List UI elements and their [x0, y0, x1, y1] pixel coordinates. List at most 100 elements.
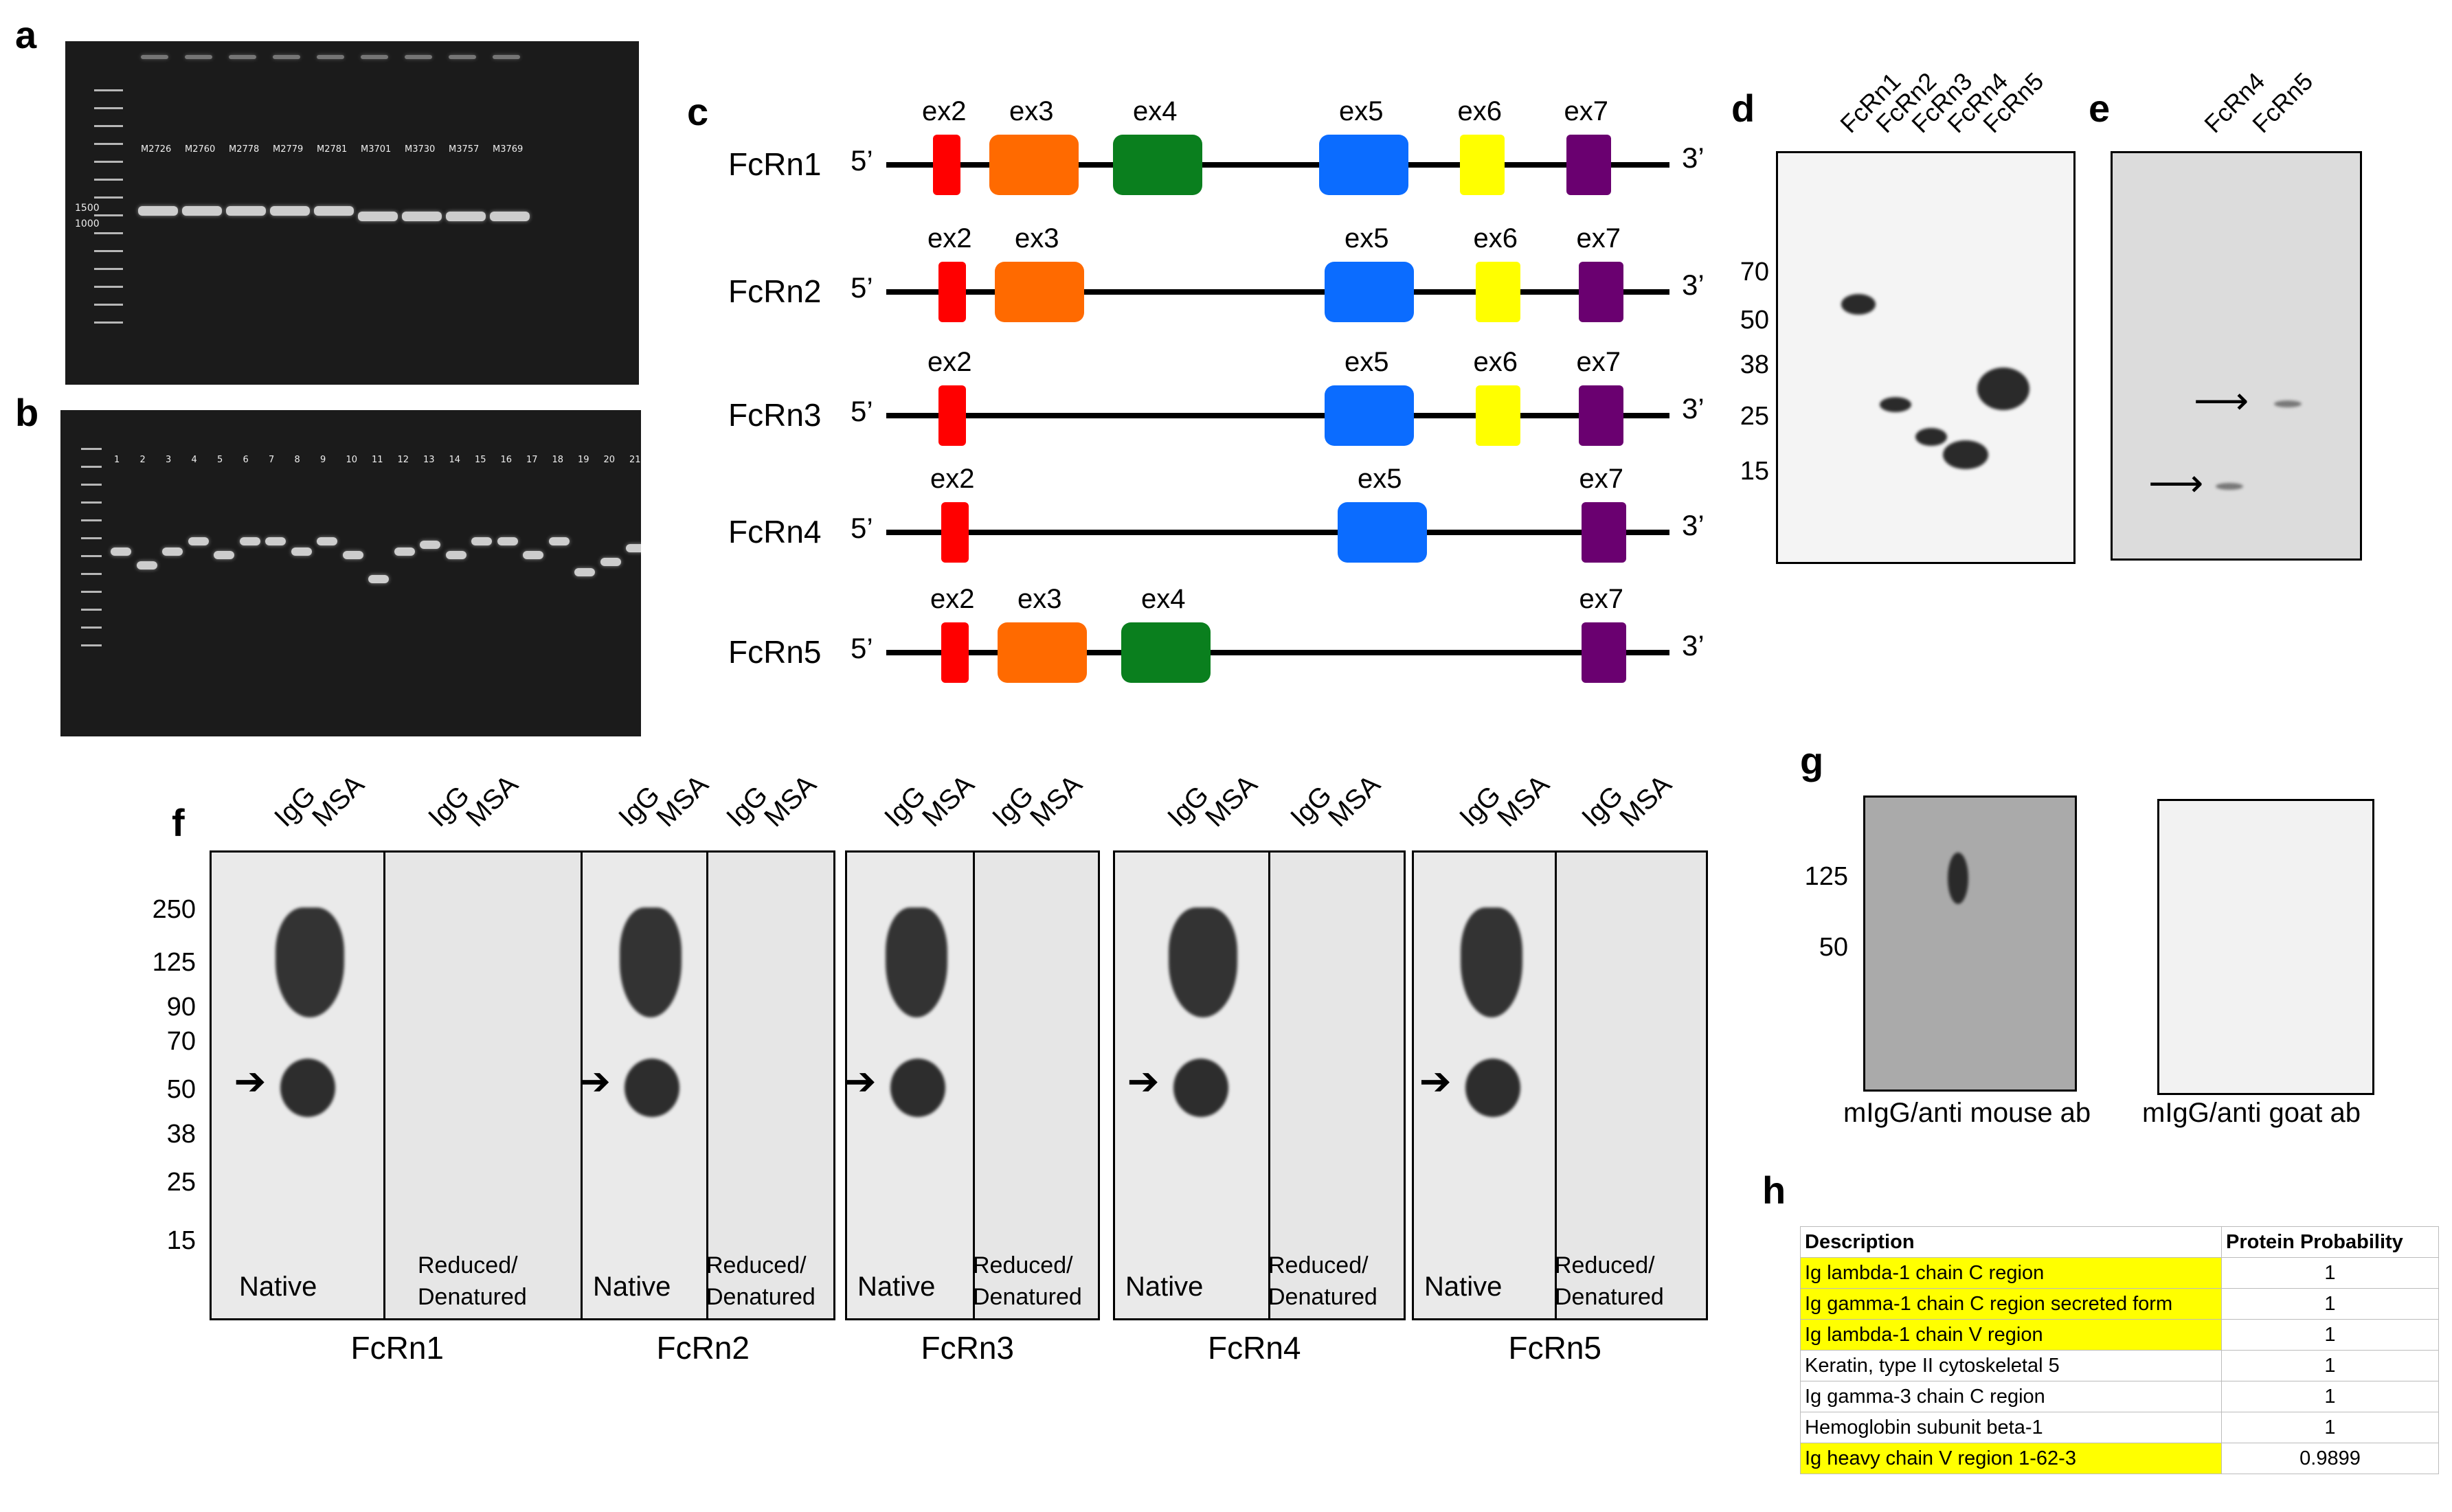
gene-line	[886, 650, 1669, 655]
lane-label: M2760	[185, 144, 216, 155]
table-cell-description: Keratin, type II cytoskeletal 5	[1800, 1350, 2222, 1381]
gel-band	[138, 206, 178, 216]
ladder-band	[94, 321, 123, 324]
gel-band	[270, 206, 310, 216]
gel-band	[317, 537, 337, 545]
lane-label: 15	[475, 455, 486, 465]
exon-block	[1338, 502, 1427, 563]
caption-anti-goat: mIgG/anti goat ab	[2142, 1098, 2361, 1128]
blot-band	[275, 907, 344, 1017]
exon-block	[1113, 135, 1202, 195]
ladder-band	[94, 125, 123, 127]
lane-label: 10	[346, 455, 358, 465]
lane-label: 3	[166, 455, 172, 465]
exon-block	[1582, 502, 1626, 563]
ladder-band	[94, 304, 123, 306]
native-label: Native	[1424, 1272, 1503, 1302]
lane-label: 14	[449, 455, 461, 465]
ladder-band	[94, 250, 123, 252]
lane-label: M3769	[493, 144, 524, 155]
arrow-icon: ➔	[845, 1059, 877, 1103]
five-prime-label: 5’	[851, 512, 873, 544]
gel-band	[342, 551, 363, 559]
lane-label: M2781	[317, 144, 348, 155]
ladder-band	[94, 161, 123, 163]
lane-label-msa: MSA	[651, 769, 715, 833]
blot-band	[1460, 907, 1522, 1017]
table-cell-description: Ig gamma-1 chain C region secreted form	[1800, 1288, 2222, 1320]
exon-block	[1566, 135, 1611, 195]
panel-label-a: a	[15, 13, 37, 56]
gel-band	[394, 548, 415, 556]
table-cell-probability: 1	[2221, 1257, 2439, 1289]
blot-band	[1915, 428, 1947, 446]
ladder-band	[94, 179, 123, 181]
gel-band	[600, 558, 621, 566]
exon-block	[989, 135, 1079, 195]
mw-marker: 50	[166, 1075, 196, 1104]
five-prime-label: 5’	[851, 395, 873, 427]
table-cell-description: Ig lambda-1 chain V region	[1800, 1319, 2222, 1351]
caption-anti-mouse: mIgG/anti mouse ab	[1843, 1098, 2091, 1128]
lane-label-msa: MSA	[916, 769, 980, 833]
denatured-label-1: Reduced/	[418, 1252, 518, 1278]
panel-label-h: h	[1762, 1169, 1786, 1212]
exon-block	[1325, 262, 1414, 322]
arrow-icon: ➔	[1419, 1059, 1452, 1103]
ladder-band	[94, 214, 123, 216]
mw-marker: 90	[166, 993, 196, 1022]
exon-label: ex5	[1358, 464, 1402, 494]
ladder-label-1000: 1000	[75, 218, 100, 229]
blot-name: FcRn3	[921, 1330, 1014, 1366]
lane-divider	[706, 853, 708, 1318]
western-blot-g-mouse	[1863, 796, 2077, 1092]
table-cell-description: Ig lambda-1 chain C region	[1800, 1257, 2222, 1289]
exon-label: ex5	[1339, 96, 1384, 126]
exon-block	[938, 385, 966, 446]
exon-label: ex5	[1345, 347, 1389, 377]
exon-label: ex4	[1133, 96, 1178, 126]
western-blot-g-goat	[2157, 799, 2374, 1095]
exon-block	[998, 622, 1087, 683]
blot-band	[625, 1059, 679, 1117]
lane-label: 13	[423, 455, 435, 465]
blot-band	[2274, 400, 2302, 407]
lane-label-msa: MSA	[1199, 769, 1263, 833]
ladder-band	[81, 519, 102, 521]
mw-marker: 70	[1740, 258, 1769, 286]
well	[405, 55, 432, 59]
lane-label-msa: MSA	[1614, 769, 1678, 833]
exon-label: ex3	[1009, 96, 1054, 126]
gel-band	[446, 212, 486, 221]
gene-name: FcRn2	[728, 273, 822, 309]
native-label: Native	[593, 1272, 671, 1302]
blot-band	[1943, 440, 1988, 469]
well	[185, 55, 212, 59]
lane-label-msa: MSA	[1491, 769, 1555, 833]
lane-label: 19	[578, 455, 589, 465]
gel-band	[523, 551, 543, 559]
denatured-label-1: Reduced/	[973, 1252, 1073, 1278]
blot-band	[1977, 368, 2029, 410]
five-prime-label: 5’	[851, 271, 873, 304]
lane-label: 8	[294, 455, 300, 465]
ladder-band	[81, 484, 102, 486]
gel-band	[548, 537, 570, 545]
protein-table: Description Protein Probability Ig lambd…	[1800, 1226, 2439, 1474]
lane-label: M2778	[229, 144, 260, 155]
arrow-icon: ➔	[581, 1059, 611, 1103]
lane-label: 16	[500, 455, 513, 465]
exon-label: ex7	[1576, 223, 1621, 253]
lane-divider	[1268, 853, 1270, 1318]
table-cell-description: Hemoglobin subunit beta-1	[1800, 1412, 2222, 1443]
lane-label: 6	[243, 455, 249, 465]
well	[361, 55, 388, 59]
ladder-band	[81, 627, 102, 629]
